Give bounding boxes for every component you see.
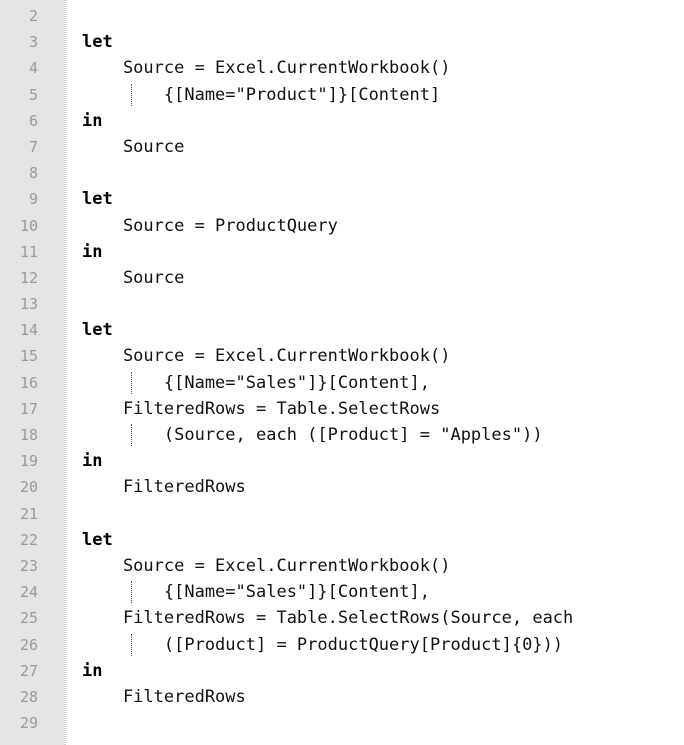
code-text: {[Name="Sales"]}[Content], xyxy=(82,582,430,603)
code-text: FilteredRows xyxy=(82,477,246,498)
code-line[interactable]: 12 Source xyxy=(0,265,684,291)
line-number: 12 xyxy=(19,268,38,287)
line-number: 16 xyxy=(19,373,38,392)
indent-guide xyxy=(131,371,132,394)
code-line[interactable]: 7 Source xyxy=(0,134,684,160)
code-text: Source = Excel.CurrentWorkbook() xyxy=(82,346,451,367)
code-line[interactable]: 14 let xyxy=(0,317,684,343)
line-number: 25 xyxy=(19,609,38,628)
code-line[interactable]: 28 FilteredRows xyxy=(0,684,684,710)
keyword-text: in xyxy=(82,110,103,131)
code-text: (Source, each ([Product] = "Apples")) xyxy=(82,425,543,445)
line-number: 23 xyxy=(19,556,38,575)
line-number: 11 xyxy=(19,242,38,261)
code-line[interactable]: 29 xyxy=(0,710,684,736)
code-line[interactable]: 15 Source = Excel.CurrentWorkbook() xyxy=(0,343,684,369)
code-line[interactable]: 19 in xyxy=(0,448,684,474)
line-number: 7 xyxy=(28,137,38,156)
indent-guide xyxy=(131,424,132,446)
code-text: FilteredRows xyxy=(82,686,246,707)
code-text: Source = Excel.CurrentWorkbook() xyxy=(82,555,451,576)
line-number: 2 xyxy=(28,7,38,25)
line-number: 21 xyxy=(19,504,38,523)
line-number: 14 xyxy=(19,321,38,340)
code-line[interactable]: 5 {[Name="Product"]}[Content] xyxy=(0,82,684,108)
indent-guide xyxy=(131,633,132,656)
code-text: FilteredRows = Table.SelectRows xyxy=(82,398,441,419)
keyword-text: in xyxy=(82,451,103,472)
line-number: 19 xyxy=(19,452,38,471)
keyword-text: in xyxy=(82,660,103,681)
line-number: 27 xyxy=(19,661,38,680)
code-line[interactable]: 2 xyxy=(0,3,684,29)
code-line[interactable]: 24 {[Name="Sales"]}[Content], xyxy=(0,579,684,605)
code-line[interactable]: 20 FilteredRows xyxy=(0,474,684,500)
line-number: 9 xyxy=(28,190,38,209)
line-number: 10 xyxy=(19,216,38,235)
code-text: Source xyxy=(82,136,185,157)
line-number: 24 xyxy=(19,583,38,602)
code-line[interactable]: 3 let xyxy=(0,29,684,55)
keyword-text: let xyxy=(82,189,113,210)
line-number: 20 xyxy=(19,478,38,497)
code-text: ([Product] = ProductQuery[Product]{0})) xyxy=(82,634,564,655)
code-line[interactable]: 10 Source = ProductQuery xyxy=(0,213,684,239)
line-number: 17 xyxy=(19,399,38,418)
line-number: 4 xyxy=(28,59,38,78)
line-number: 13 xyxy=(19,295,38,314)
code-line[interactable]: 6 in xyxy=(0,108,684,134)
line-number: 18 xyxy=(19,426,38,444)
code-line[interactable]: 21 xyxy=(0,501,684,527)
line-number: 15 xyxy=(19,347,38,366)
keyword-text: in xyxy=(82,241,103,262)
code-line[interactable]: 23 Source = Excel.CurrentWorkbook() xyxy=(0,553,684,579)
code-line[interactable]: 27 in xyxy=(0,658,684,684)
line-number: 22 xyxy=(19,530,38,549)
indent-guide xyxy=(131,83,132,106)
line-number: 3 xyxy=(28,33,38,52)
code-line[interactable]: 26 ([Product] = ProductQuery[Product]{0}… xyxy=(0,632,684,658)
code-text: FilteredRows = Table.SelectRows(Source, … xyxy=(82,608,574,629)
indent-guide xyxy=(131,581,132,604)
code-line[interactable]: 4 Source = Excel.CurrentWorkbook() xyxy=(0,55,684,81)
code-line[interactable]: 18 (Source, each ([Product] = "Apples")) xyxy=(0,422,684,448)
code-text: Source = ProductQuery xyxy=(82,215,338,236)
code-line[interactable]: 16 {[Name="Sales"]}[Content], xyxy=(0,370,684,396)
line-number: 8 xyxy=(28,164,38,183)
gutter-separator xyxy=(64,0,66,745)
code-line[interactable]: 17 FilteredRows = Table.SelectRows xyxy=(0,396,684,422)
keyword-text: let xyxy=(82,32,113,53)
code-text: {[Name="Product"]}[Content] xyxy=(82,84,441,105)
code-text: Source xyxy=(82,267,185,288)
line-number: 28 xyxy=(19,687,38,706)
code-line[interactable]: 8 xyxy=(0,160,684,186)
line-number: 29 xyxy=(19,714,38,733)
code-text: Source = Excel.CurrentWorkbook() xyxy=(82,58,451,79)
code-line[interactable]: 13 xyxy=(0,291,684,317)
keyword-text: let xyxy=(82,529,113,550)
line-number: 6 xyxy=(28,111,38,130)
code-text: {[Name="Sales"]}[Content], xyxy=(82,372,430,393)
code-line[interactable]: 9 let xyxy=(0,186,684,212)
line-number: 5 xyxy=(28,85,38,104)
keyword-text: let xyxy=(82,320,113,341)
line-number-gutter xyxy=(0,0,64,745)
line-number: 26 xyxy=(19,635,38,654)
code-line[interactable]: 25 FilteredRows = Table.SelectRows(Sourc… xyxy=(0,605,684,631)
code-line[interactable]: 11 in xyxy=(0,239,684,265)
code-line[interactable]: 22 let xyxy=(0,527,684,553)
